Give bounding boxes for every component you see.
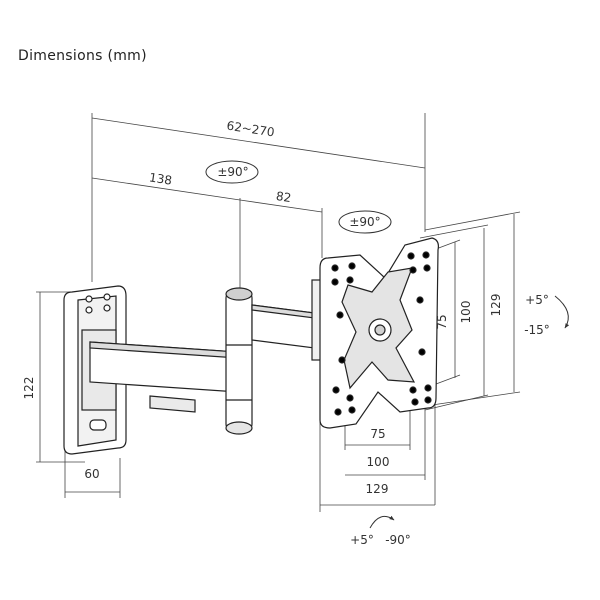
label-rotation-minus: -90° xyxy=(385,533,411,547)
vesa-plate xyxy=(319,237,439,429)
label-tilt-up: +5° xyxy=(525,293,549,307)
elbow-pivot xyxy=(225,287,253,435)
label-rotation-plus: +5° xyxy=(350,533,374,547)
label-vesa-h-outer: 129 xyxy=(366,482,389,496)
swivel-arm-icon xyxy=(205,160,259,184)
swivel-plate-icon xyxy=(338,210,392,234)
label-swivel-arm: ±90° xyxy=(217,165,248,179)
label-arm-range: 62~270 xyxy=(226,119,276,140)
label-arm-first: 138 xyxy=(148,170,173,187)
label-wall-width: 60 xyxy=(84,467,99,481)
label-arm-second: 82 xyxy=(275,189,292,205)
label-vesa-h-mid: 100 xyxy=(367,455,390,469)
label-swivel-plate: ±90° xyxy=(349,215,380,229)
drawing-title: Dimensions (mm) xyxy=(18,48,147,64)
label-wall-height: 122 xyxy=(22,377,36,400)
label-vesa-v-inner: 75 xyxy=(435,314,449,329)
first-arm xyxy=(89,341,239,413)
label-vesa-h-inner: 75 xyxy=(370,427,385,441)
swivel-indicators xyxy=(205,160,570,529)
label-tilt-down: -15° xyxy=(524,323,550,337)
label-vesa-v-mid: 100 xyxy=(459,301,473,324)
second-arm xyxy=(251,279,331,361)
tilt-arrow-icon xyxy=(554,295,570,329)
rotation-arrow-icon xyxy=(369,515,395,529)
label-vesa-v-outer: 129 xyxy=(489,294,503,317)
